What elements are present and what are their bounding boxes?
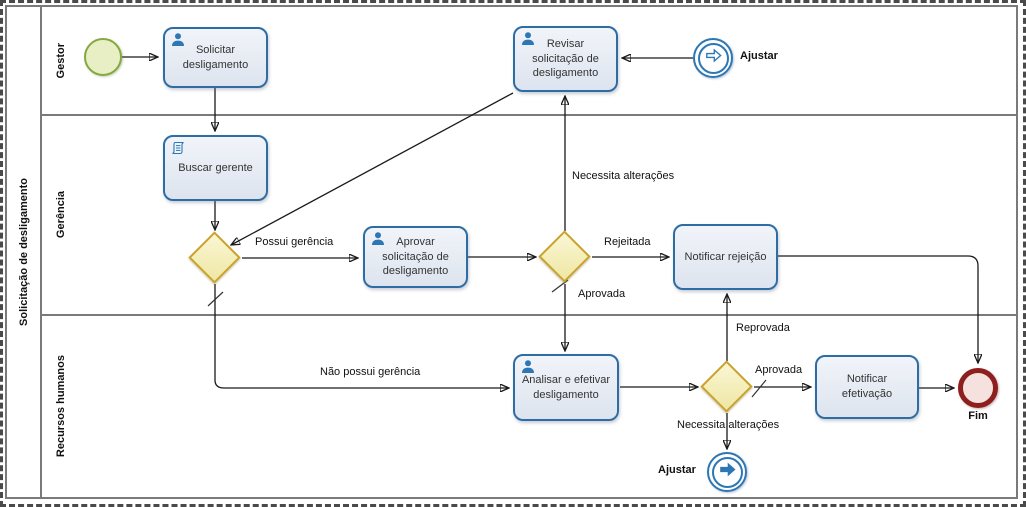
flow-label-necessita-alteracoes-gerencia: Necessita alterações [572,170,675,182]
flow-label-possui-gerencia: Possui gerência [255,236,334,248]
user-icon [520,359,536,375]
lane-gerencia: Gerência [42,116,1016,316]
task-label: Buscar gerente [178,161,253,174]
flow-label-aprovada-rh: Aprovada [755,364,803,376]
label-ajustar-catch: Ajustar [740,50,778,62]
flow-label-aprovada-gerencia: Aprovada [578,288,626,300]
flow-revisar-to-gateway1 [231,92,514,245]
task-label: Aprovar solicitação de desligamento [382,235,449,278]
flow-notificar-rejeicao-to-fim [778,255,978,363]
task-aprovar-solicitacao[interactable]: Aprovar solicitação de desligamento [363,226,468,288]
flow-label-rejeitada: Rejeitada [604,236,651,248]
link-catch-event-ajustar[interactable] [693,38,733,78]
label-ajustar-throw: Ajustar [658,464,696,476]
task-label: Notificar rejeição [684,250,767,263]
link-arrow-filled-icon [718,460,737,484]
task-label: Analisar e efetivar desligamento [521,373,611,401]
lanes-container: Gestor Gerência Recursos humanos [42,7,1016,497]
default-flow-slash-gateway1 [207,291,224,307]
default-flow-slash-gateway3 [751,379,767,398]
start-event[interactable] [84,38,122,76]
task-revisar-solicitacao[interactable]: Revisar solicitação de desligamento [513,26,618,92]
link-throw-event-ajustar[interactable] [707,452,747,492]
link-arrow-outline-icon [704,46,723,70]
user-icon [370,231,386,247]
task-label: Notificar efetivação [841,373,893,400]
task-buscar-gerente[interactable]: Buscar gerente [163,135,268,201]
task-label: Solicitar desligamento [182,43,249,71]
script-icon [170,140,186,156]
default-flow-slash-gateway2 [551,279,569,293]
flow-label-necessita-alteracoes-rh: Necessita alterações [677,419,780,431]
lane-gestor: Gestor [42,7,1016,116]
pool-title-band: Solicitação de desligamento [7,7,42,497]
flow-label-reprovada: Reprovada [736,322,790,334]
task-notificar-rejeicao[interactable]: Notificar rejeição [673,224,778,290]
end-event-fim[interactable] [958,368,998,408]
user-icon [170,32,186,48]
task-notificar-efetivacao[interactable]: Notificar efetivação [815,355,919,419]
task-solicitar-desligamento[interactable]: Solicitar desligamento [163,27,268,88]
task-analisar-efetivar[interactable]: Analisar e efetivar desligamento [513,354,619,421]
user-icon [520,31,536,47]
task-label: Revisar solicitação de desligamento [532,37,599,80]
flow-gateway1-nao-possui-gerencia [214,284,509,388]
label-fim: Fim [968,410,988,422]
flow-label-nao-possui-gerencia: Não possui gerência [320,366,421,378]
